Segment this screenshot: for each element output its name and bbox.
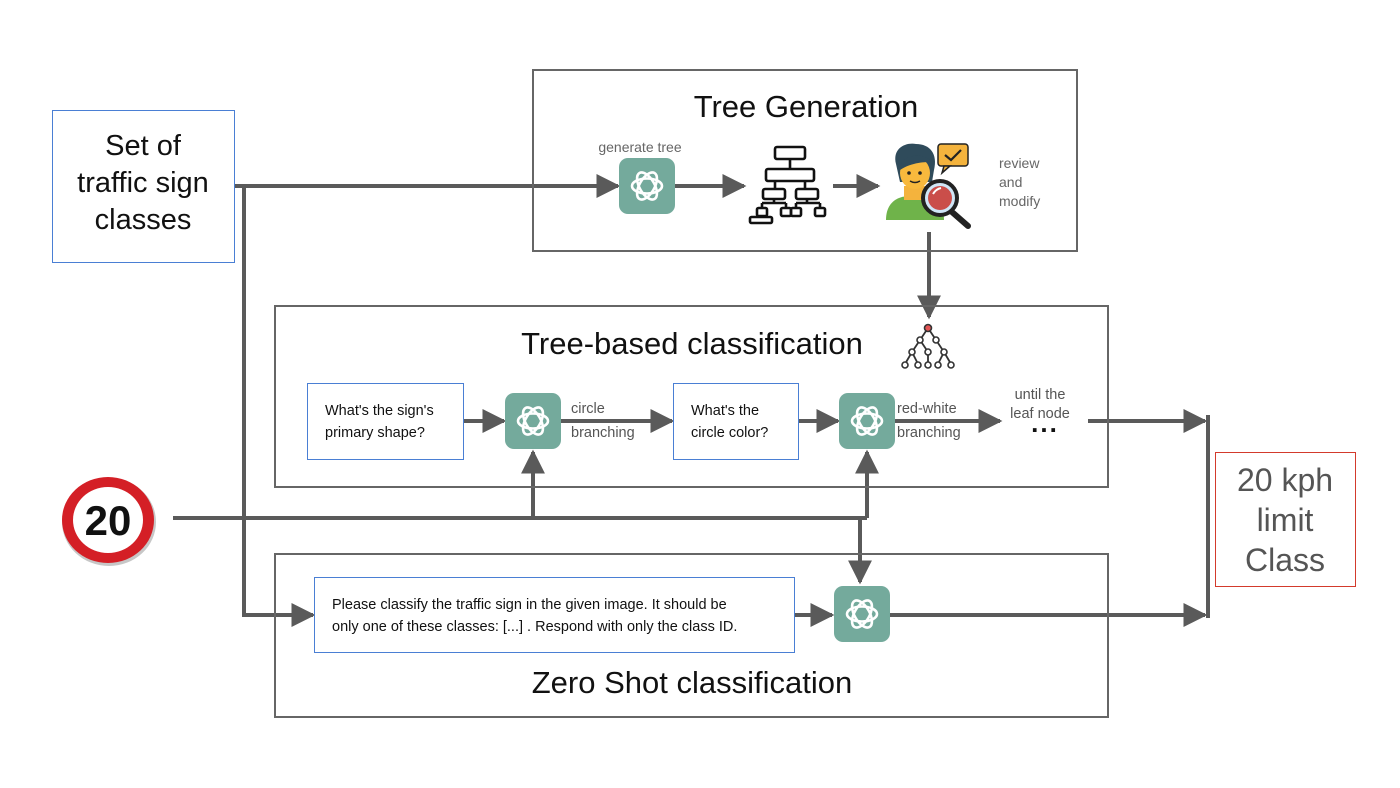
arrow-input-to-prompt [242,186,316,627]
zero-shot-prompt-text: Please classify the traffic sign in the … [332,597,738,635]
tree-hierarchy-icon [748,145,827,225]
decision-tree-icon [901,323,955,369]
zero-shot-title: Zero Shot classification [531,665,853,700]
review-modify-label: review and modify [999,155,1041,209]
generate-tree-label: generate tree [598,139,682,155]
color-branch-label-bottom: branching [897,425,961,441]
openai-icon [505,393,561,449]
question-shape-text: What's the sign's primary shape? [325,403,434,441]
zero-shot-prompt-box: Please classify the traffic sign in the … [314,577,795,653]
circle-branch-label-top: circle [571,401,605,417]
openai-icon [834,586,890,642]
result-class-text: 20 kph limit Class [1236,462,1334,578]
tree-generation-panel: Tree Generation [532,69,1078,252]
input-classes-box: Set of traffic sign classes [52,110,235,263]
tree-based-panel: Tree-based classification [274,305,1109,488]
reviewer-person-icon [886,143,971,229]
ellipsis: ... [1031,408,1059,438]
openai-icon [619,158,675,214]
tree-generation-title: Tree Generation [693,89,919,124]
result-class-box: 20 kph limit Class [1215,452,1356,587]
zero-shot-panel: Zero Shot classification [274,553,1109,718]
question-color-text: What's the circle color? [691,403,769,441]
until-leaf-label: until the leaf node [1010,387,1070,422]
question-color-box: What's the circle color? [673,383,799,460]
color-branch-label-top: red-white [897,401,957,417]
input-classes-text: Set of traffic sign classes [77,130,209,236]
speed-limit-sign-icon: 20 [62,477,156,566]
circle-branch-label-bottom: branching [571,425,635,441]
tree-based-title: Tree-based classification [521,326,863,361]
question-shape-box: What's the sign's primary shape? [307,383,464,460]
openai-icon [839,393,895,449]
speed-limit-number: 20 [85,497,132,544]
